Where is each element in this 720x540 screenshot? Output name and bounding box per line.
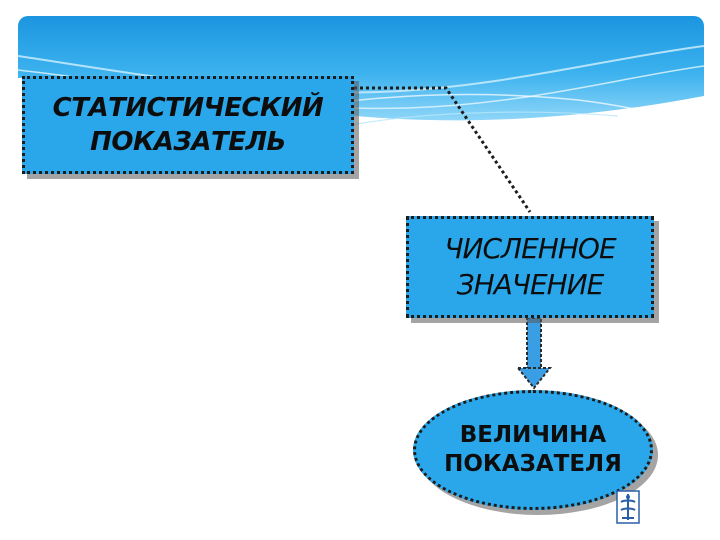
indicator-magnitude-line2: ПОКАЗАТЕЛЯ (444, 451, 622, 477)
numeric-value-line2: ЗНАЧЕНИЕ (456, 268, 605, 301)
statistical-indicator-line1: СТАТИСТИЧЕСКИЙ (52, 93, 324, 123)
numeric-value-box: ЧИСЛЕННОЕ ЗНАЧЕНИЕ (406, 216, 654, 318)
numeric-value-line1: ЧИСЛЕННОЕ (444, 232, 616, 265)
statistical-indicator-line2: ПОКАЗАТЕЛЬ (90, 127, 286, 157)
indicator-magnitude-line1: ВЕЛИЧИНА (459, 422, 607, 448)
down-arrow (515, 317, 553, 390)
indicator-magnitude-ellipse: ВЕЛИЧИНА ПОКАЗАТЕЛЯ (413, 390, 653, 510)
university-logo-icon (616, 490, 640, 524)
statistical-indicator-box: СТАТИСТИЧЕСКИЙ ПОКАЗАТЕЛЬ (22, 76, 354, 174)
